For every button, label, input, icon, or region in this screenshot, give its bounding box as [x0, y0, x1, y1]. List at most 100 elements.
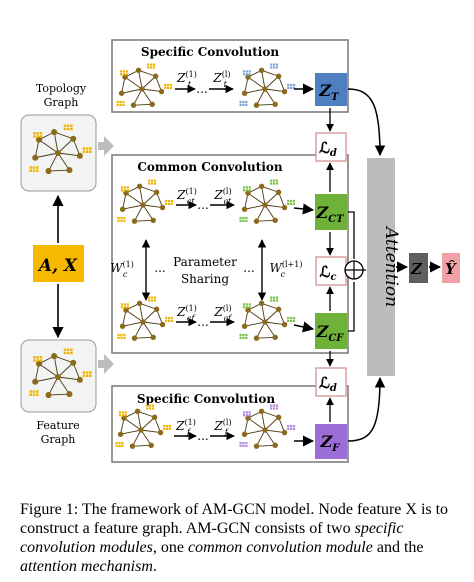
- graph-edge: [264, 321, 285, 325]
- feature-cell: [242, 216, 245, 220]
- feature-cell: [152, 66, 156, 69]
- zf-to-attention-curve: [347, 376, 386, 442]
- graph-node: [258, 183, 265, 190]
- feature-cell: [275, 63, 279, 66]
- feature-cell: [289, 427, 293, 430]
- zt1-label: Z(1)t: [176, 70, 197, 89]
- graph-edge: [261, 410, 279, 418]
- graph-edge: [256, 429, 266, 447]
- feature-cell: [248, 411, 251, 414]
- feature-cell: [170, 199, 174, 203]
- common-upper-to-zct-arrow: [293, 203, 315, 215]
- graph-edge: [261, 185, 279, 193]
- graph-node: [119, 323, 126, 329]
- feature-cell: [120, 306, 124, 309]
- graph-edge: [134, 321, 144, 339]
- feature-cell: [164, 86, 167, 89]
- graph-edge: [142, 204, 163, 208]
- graph-edge: [244, 321, 266, 327]
- graph-edge: [34, 139, 40, 158]
- graph-node: [275, 306, 282, 312]
- graph-edge: [264, 416, 279, 431]
- graph-edge: [261, 411, 266, 431]
- feature-cell: [239, 333, 242, 337]
- graph-edge: [261, 186, 266, 206]
- feature-cell: [66, 348, 70, 351]
- feature-cell: [122, 73, 125, 76]
- graph-node: [272, 101, 278, 108]
- feature-cell: [119, 103, 122, 106]
- graph-node: [245, 74, 251, 80]
- graph-node: [245, 190, 251, 196]
- caption-em-specific: specific convolution modules: [20, 520, 404, 556]
- graph-node: [121, 415, 127, 421]
- specific-bottom-graph-in: [115, 404, 172, 449]
- topology-graph-icon: [29, 124, 92, 175]
- zct-box: [315, 194, 347, 230]
- graph-edge: [156, 192, 163, 208]
- graph-edge: [123, 417, 142, 431]
- feature-cell: [239, 444, 242, 447]
- specific-conv-top-frame: [111, 39, 349, 113]
- feature-cell: [117, 216, 120, 220]
- graph-edge: [264, 88, 276, 105]
- feature-cell: [167, 316, 171, 320]
- feature-cell: [36, 135, 39, 138]
- feature-cell: [120, 219, 123, 222]
- feature-cell: [123, 306, 126, 309]
- graph-node: [272, 334, 278, 341]
- zcf-to-plus-line: [348, 282, 355, 332]
- param-dots-right: ...: [243, 261, 254, 275]
- feature-cell: [149, 63, 153, 66]
- feature-cell: [165, 319, 168, 322]
- zct1-label: Z(1)ct: [176, 187, 197, 206]
- feature-cell: [85, 371, 89, 374]
- graph-edge: [278, 417, 285, 433]
- common-conv-title: Common Convolution: [137, 160, 283, 174]
- feature-cell: [121, 411, 124, 414]
- graph-edge: [256, 321, 266, 339]
- zcfl-label: Z(l)cf: [213, 304, 233, 323]
- feature-cell: [242, 336, 245, 339]
- feature-cell: [292, 319, 296, 322]
- graph-edge: [134, 336, 154, 339]
- feature-cell: [66, 127, 70, 131]
- feature-cell: [239, 219, 242, 222]
- feature-cell: [120, 186, 124, 189]
- feature-cell: [126, 306, 129, 309]
- graph-edge: [244, 418, 249, 435]
- attention-label: Attention: [381, 225, 401, 307]
- feature-cell: [36, 132, 39, 135]
- graph-edge: [120, 429, 142, 435]
- feature-cell: [153, 299, 157, 302]
- graph-edge: [133, 88, 143, 106]
- graph-node: [281, 321, 288, 328]
- feature-cell: [123, 336, 126, 339]
- feature-cell: [168, 427, 172, 430]
- feature-cell: [33, 359, 36, 362]
- feature-cell: [117, 336, 120, 339]
- feature-cell: [245, 411, 248, 414]
- feature-cell: [245, 444, 248, 447]
- graph-edge: [264, 204, 276, 221]
- feature-cell: [35, 169, 39, 172]
- graph-edge: [132, 444, 152, 447]
- zct-label: ZCT: [315, 203, 345, 225]
- graph-edge: [35, 152, 59, 159]
- feature-cell: [35, 390, 39, 393]
- graph-node: [150, 334, 156, 341]
- graph-edge: [264, 75, 279, 90]
- feature-cell: [117, 219, 120, 222]
- graph-node: [258, 408, 265, 415]
- feature-to-modules-arrow: [98, 354, 114, 374]
- feature-cell: [270, 182, 273, 185]
- loss-c-label: ℒc: [320, 263, 337, 283]
- feature-cell: [289, 199, 293, 203]
- feature-cell: [117, 333, 120, 337]
- graph-edge: [261, 303, 266, 323]
- feature-cell: [115, 444, 118, 447]
- graph-edge: [125, 309, 144, 323]
- graph-edge: [264, 429, 285, 433]
- graph-node: [123, 190, 129, 196]
- graph-edge: [140, 416, 155, 431]
